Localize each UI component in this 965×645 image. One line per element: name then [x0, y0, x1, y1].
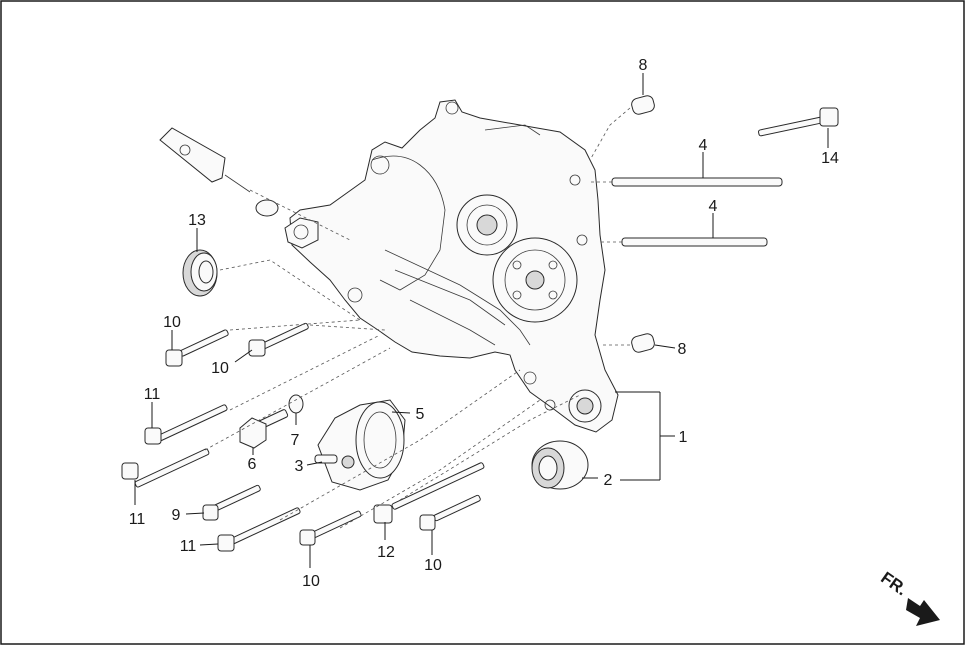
callout-5: 5 — [416, 406, 425, 423]
bolt-group — [121, 322, 485, 552]
dowel-pins — [631, 95, 655, 353]
stud-bolts — [611, 177, 783, 247]
callout-7: 7 — [291, 432, 300, 449]
callout-labels: 8 14 4 4 13 10 10 8 11 5 7 6 3 1 2 11 9 … — [129, 57, 839, 590]
callout-8-lower: 8 — [678, 341, 687, 358]
callout-8-top: 8 — [639, 57, 648, 74]
callout-13: 13 — [188, 212, 206, 229]
pump-assembly — [314, 399, 406, 491]
front-arrow-icon — [906, 598, 940, 626]
callout-11-bottom: 11 — [180, 538, 197, 555]
alignment-lines — [204, 107, 631, 529]
callout-4-upper: 4 — [699, 137, 708, 154]
callout-9: 9 — [172, 507, 181, 524]
callout-11-top: 11 — [144, 386, 161, 403]
callout-4-lower: 4 — [709, 198, 718, 215]
crankcase-cover — [284, 99, 619, 433]
callout-10-upper: 10 — [211, 360, 229, 377]
callout-14: 14 — [821, 150, 839, 167]
callout-10-upper-left: 10 — [163, 314, 181, 331]
callout-2: 2 — [604, 472, 613, 489]
bolt-14 — [758, 107, 839, 137]
callout-11-middle: 11 — [129, 511, 146, 528]
leader-lines — [134, 73, 829, 568]
plug-and-washer — [239, 394, 304, 449]
callout-6: 6 — [248, 456, 257, 473]
callout-10-right: 10 — [424, 557, 442, 574]
callout-3: 3 — [295, 458, 304, 475]
sensor-part — [159, 127, 279, 217]
bearing — [531, 440, 589, 490]
oil-seal — [182, 249, 218, 297]
front-label: FR. — [877, 568, 910, 599]
front-direction-indicator: FR. — [877, 568, 940, 626]
callout-10-lower: 10 — [302, 573, 320, 590]
callout-12: 12 — [377, 544, 395, 561]
callout-1: 1 — [679, 429, 688, 446]
